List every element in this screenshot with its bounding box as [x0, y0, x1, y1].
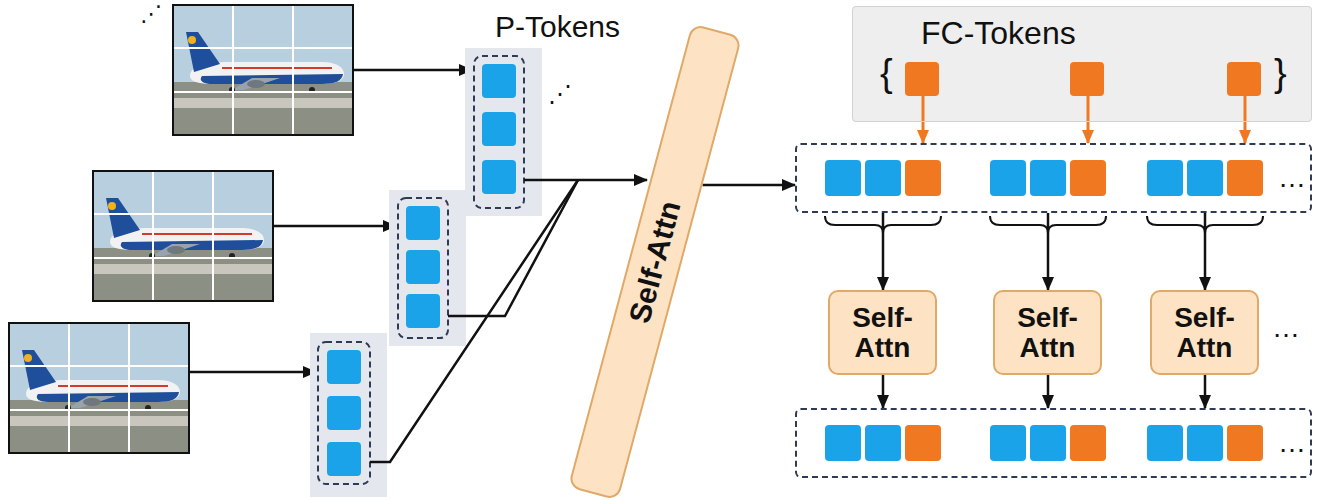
p-token — [406, 294, 440, 328]
p-token — [327, 396, 361, 430]
fc-token — [905, 425, 941, 461]
p-token — [1147, 425, 1183, 461]
merge-line — [370, 180, 578, 462]
fc-token — [905, 62, 939, 96]
p-token — [825, 160, 861, 196]
token-column-bg — [389, 190, 466, 346]
token-column — [398, 198, 448, 338]
token-row: … — [795, 143, 1312, 213]
ellipsis: ⋰ — [548, 82, 572, 106]
fc-token — [1227, 160, 1263, 196]
node-text: Self-Attn — [622, 197, 687, 327]
p-token — [825, 425, 861, 461]
p-token — [865, 425, 901, 461]
node-text: FC-Tokens — [921, 15, 1076, 52]
row-tokens — [825, 425, 1263, 461]
attention-bar: Self-Attn — [568, 23, 742, 500]
p-token — [1147, 160, 1183, 196]
flow-arrow — [1047, 375, 1050, 408]
node-text: Self-Attn — [1156, 303, 1253, 362]
p-token — [990, 425, 1026, 461]
node-text: Self-Attn — [834, 303, 931, 362]
node-text: Self-Attn — [999, 303, 1096, 362]
group-label: P-Tokens — [495, 12, 620, 42]
p-token — [482, 160, 516, 194]
p-token — [482, 112, 516, 146]
fc-token — [1070, 160, 1106, 196]
brace: } — [1274, 54, 1287, 92]
p-token — [1187, 160, 1223, 196]
p-token — [1030, 160, 1066, 196]
token-column-bg — [465, 48, 542, 216]
fc-token — [1070, 425, 1106, 461]
p-token — [327, 442, 361, 476]
flow-arrow — [922, 122, 925, 143]
attention-box: Self-Attn — [828, 290, 937, 375]
panel-bg — [852, 6, 1312, 122]
merge-line — [448, 180, 578, 316]
ellipsis: ⋰ — [140, 3, 162, 25]
fc-token — [1227, 62, 1261, 96]
input-arrow — [354, 69, 472, 72]
flow-arrow — [882, 213, 885, 290]
brace: { — [880, 54, 893, 92]
p-token — [1187, 425, 1223, 461]
node-text: … — [1278, 427, 1306, 459]
fc-stub — [923, 96, 1245, 122]
merge-arrow — [578, 179, 647, 182]
input-arrow — [190, 371, 316, 374]
p-token — [327, 350, 361, 384]
node-text: … — [1278, 162, 1306, 194]
flow-arrow — [1204, 375, 1207, 408]
input-arrow — [274, 225, 396, 228]
frame-image — [8, 322, 190, 454]
fc-token — [1070, 62, 1104, 96]
ellipsis: … — [1272, 314, 1300, 342]
token-column — [318, 342, 370, 484]
flow-arrow — [1047, 213, 1050, 290]
attention-box: Self-Attn — [993, 290, 1102, 375]
token-row: … — [795, 408, 1312, 478]
p-token — [406, 250, 440, 284]
fc-token — [905, 160, 941, 196]
flow-arrow — [1204, 213, 1207, 290]
flow-arrow — [1087, 122, 1090, 143]
p-token — [406, 206, 440, 240]
token-column — [474, 56, 524, 208]
p-token — [865, 160, 901, 196]
p-token — [482, 64, 516, 98]
flow-arrow — [703, 184, 795, 187]
p-token — [1030, 425, 1066, 461]
token-panel: FC-Tokens — [852, 6, 1312, 122]
token-column-bg — [310, 333, 387, 497]
p-token — [990, 160, 1026, 196]
attention-box: Self-Attn — [1150, 290, 1259, 375]
row-tokens — [825, 160, 1263, 196]
flow-arrow — [882, 375, 885, 408]
frame-image — [172, 4, 354, 136]
merge-line — [524, 179, 578, 182]
flow-arrow — [1244, 122, 1247, 143]
frame-image — [92, 170, 274, 302]
fc-token — [1227, 425, 1263, 461]
